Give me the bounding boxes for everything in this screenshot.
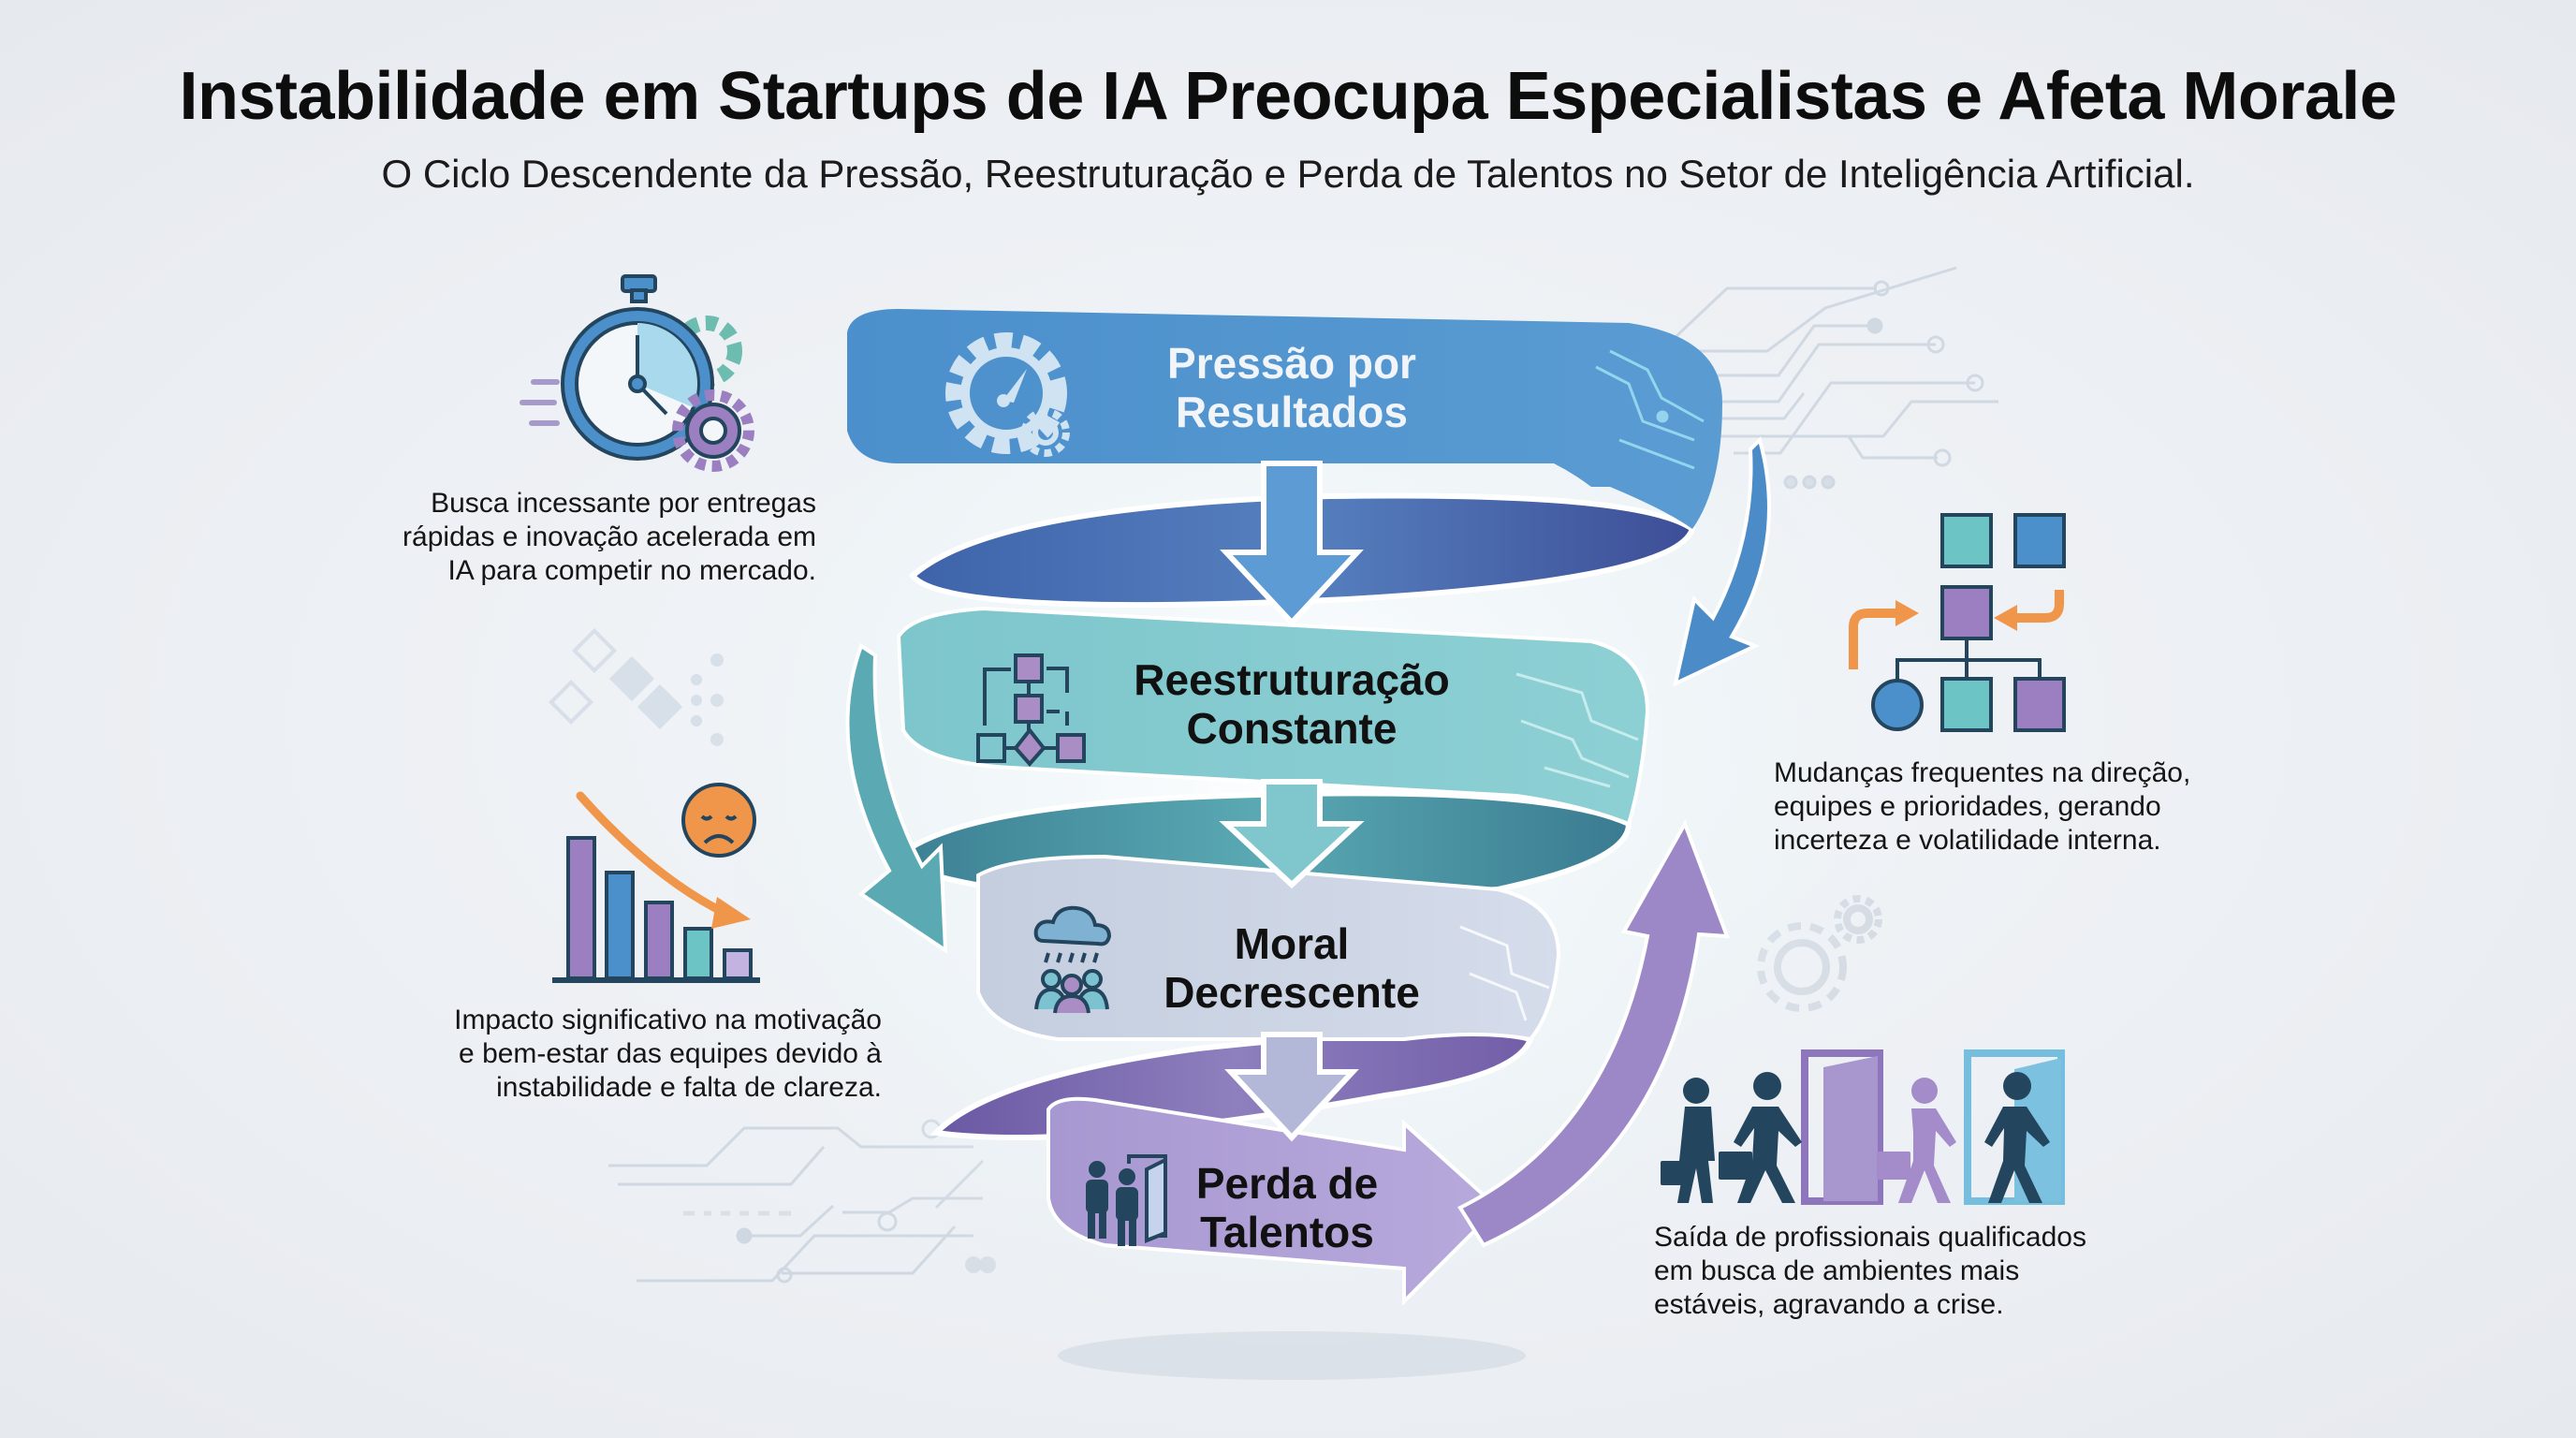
stage-band-morale (976, 854, 1561, 1042)
callout-line: Impacto significativo na motivação (454, 1005, 882, 1035)
flowchart-icon (976, 653, 1086, 768)
callout-line: Mudanças frequentes na direção, (1774, 757, 2191, 788)
stage-band-restructuring (896, 606, 1650, 827)
stage-line1: Pressão por (1167, 339, 1416, 388)
callout-line: equipes e prioridades, gerando (1774, 791, 2161, 822)
callout-line: estáveis, agravando a crise. (1654, 1289, 2004, 1320)
right-curved-arrow-up (1457, 819, 1730, 1248)
callout-line: e bem-estar das equipes devido à (459, 1038, 882, 1069)
stopwatch-gears-icon (520, 274, 754, 472)
callout-line: rápidas e inovação acelerada em (402, 521, 816, 552)
left-curved-arrow (845, 642, 948, 954)
down-arrow-2 (1219, 779, 1365, 889)
stage-line1: Perda de (1195, 1159, 1379, 1208)
page-title: Instabilidade em Startups de IA Preocupa… (179, 59, 2397, 134)
page-subtitle: O Ciclo Descendente da Pressão, Reestrut… (381, 152, 2195, 196)
stage-label-pressure: Pressão por Resultados (1095, 339, 1488, 436)
people-leaving-doors-icon (1661, 1049, 2065, 1205)
stage-label-morale: Moral Decrescente (1105, 919, 1479, 1017)
people-exit-door-icon (1086, 1154, 1167, 1246)
callout-line: instabilidade e falta de clareza. (496, 1072, 882, 1103)
stage-line2: Decrescente (1164, 968, 1420, 1017)
rain-cloud-people-icon (1033, 905, 1112, 1014)
down-arrows (1219, 461, 1365, 1142)
stage-line2: Talentos (1200, 1208, 1374, 1256)
stage-line1: Moral (1234, 919, 1350, 968)
callout-line: IA para competir no mercado. (447, 555, 816, 586)
callout-talent-loss-text: Saída de profissionais qualificados em b… (1654, 1221, 2122, 1322)
callout-restructuring-text: Mudanças frequentes na direção, equipes … (1774, 756, 2223, 858)
stage-line2: Constante (1186, 704, 1398, 753)
right-curved-arrow-down (1673, 436, 1771, 687)
callout-line: Busca incessante por entregas (431, 488, 816, 519)
stage-line2: Resultados (1176, 388, 1408, 436)
stage-label-talent-loss: Perda de Talentos (1161, 1159, 1413, 1256)
callout-morale-text: Impacto significativo na motivação e bem… (374, 1004, 882, 1105)
callout-line: em busca de ambientes mais (1654, 1255, 2020, 1286)
callout-line: Saída de profissionais qualificados (1654, 1222, 2086, 1253)
stage-band-talent-loss (1046, 1096, 1500, 1306)
stage-label-restructuring: Reestruturação Constante (1076, 655, 1507, 753)
gauge-gear-icon (945, 332, 1070, 457)
callout-pressure-text: Busca incessante por entregas rápidas e … (374, 487, 816, 588)
declining-bar-chart-sad-face-icon (552, 783, 760, 983)
stage-line1: Reestruturação (1134, 655, 1450, 704)
down-arrow-1 (1220, 461, 1364, 627)
puzzle-org-chart-icon (1849, 513, 2066, 732)
callout-line: incerteza e volatilidade interna. (1774, 825, 2161, 856)
stage-band-pressure (847, 309, 1722, 529)
down-arrow-3 (1224, 1032, 1359, 1142)
